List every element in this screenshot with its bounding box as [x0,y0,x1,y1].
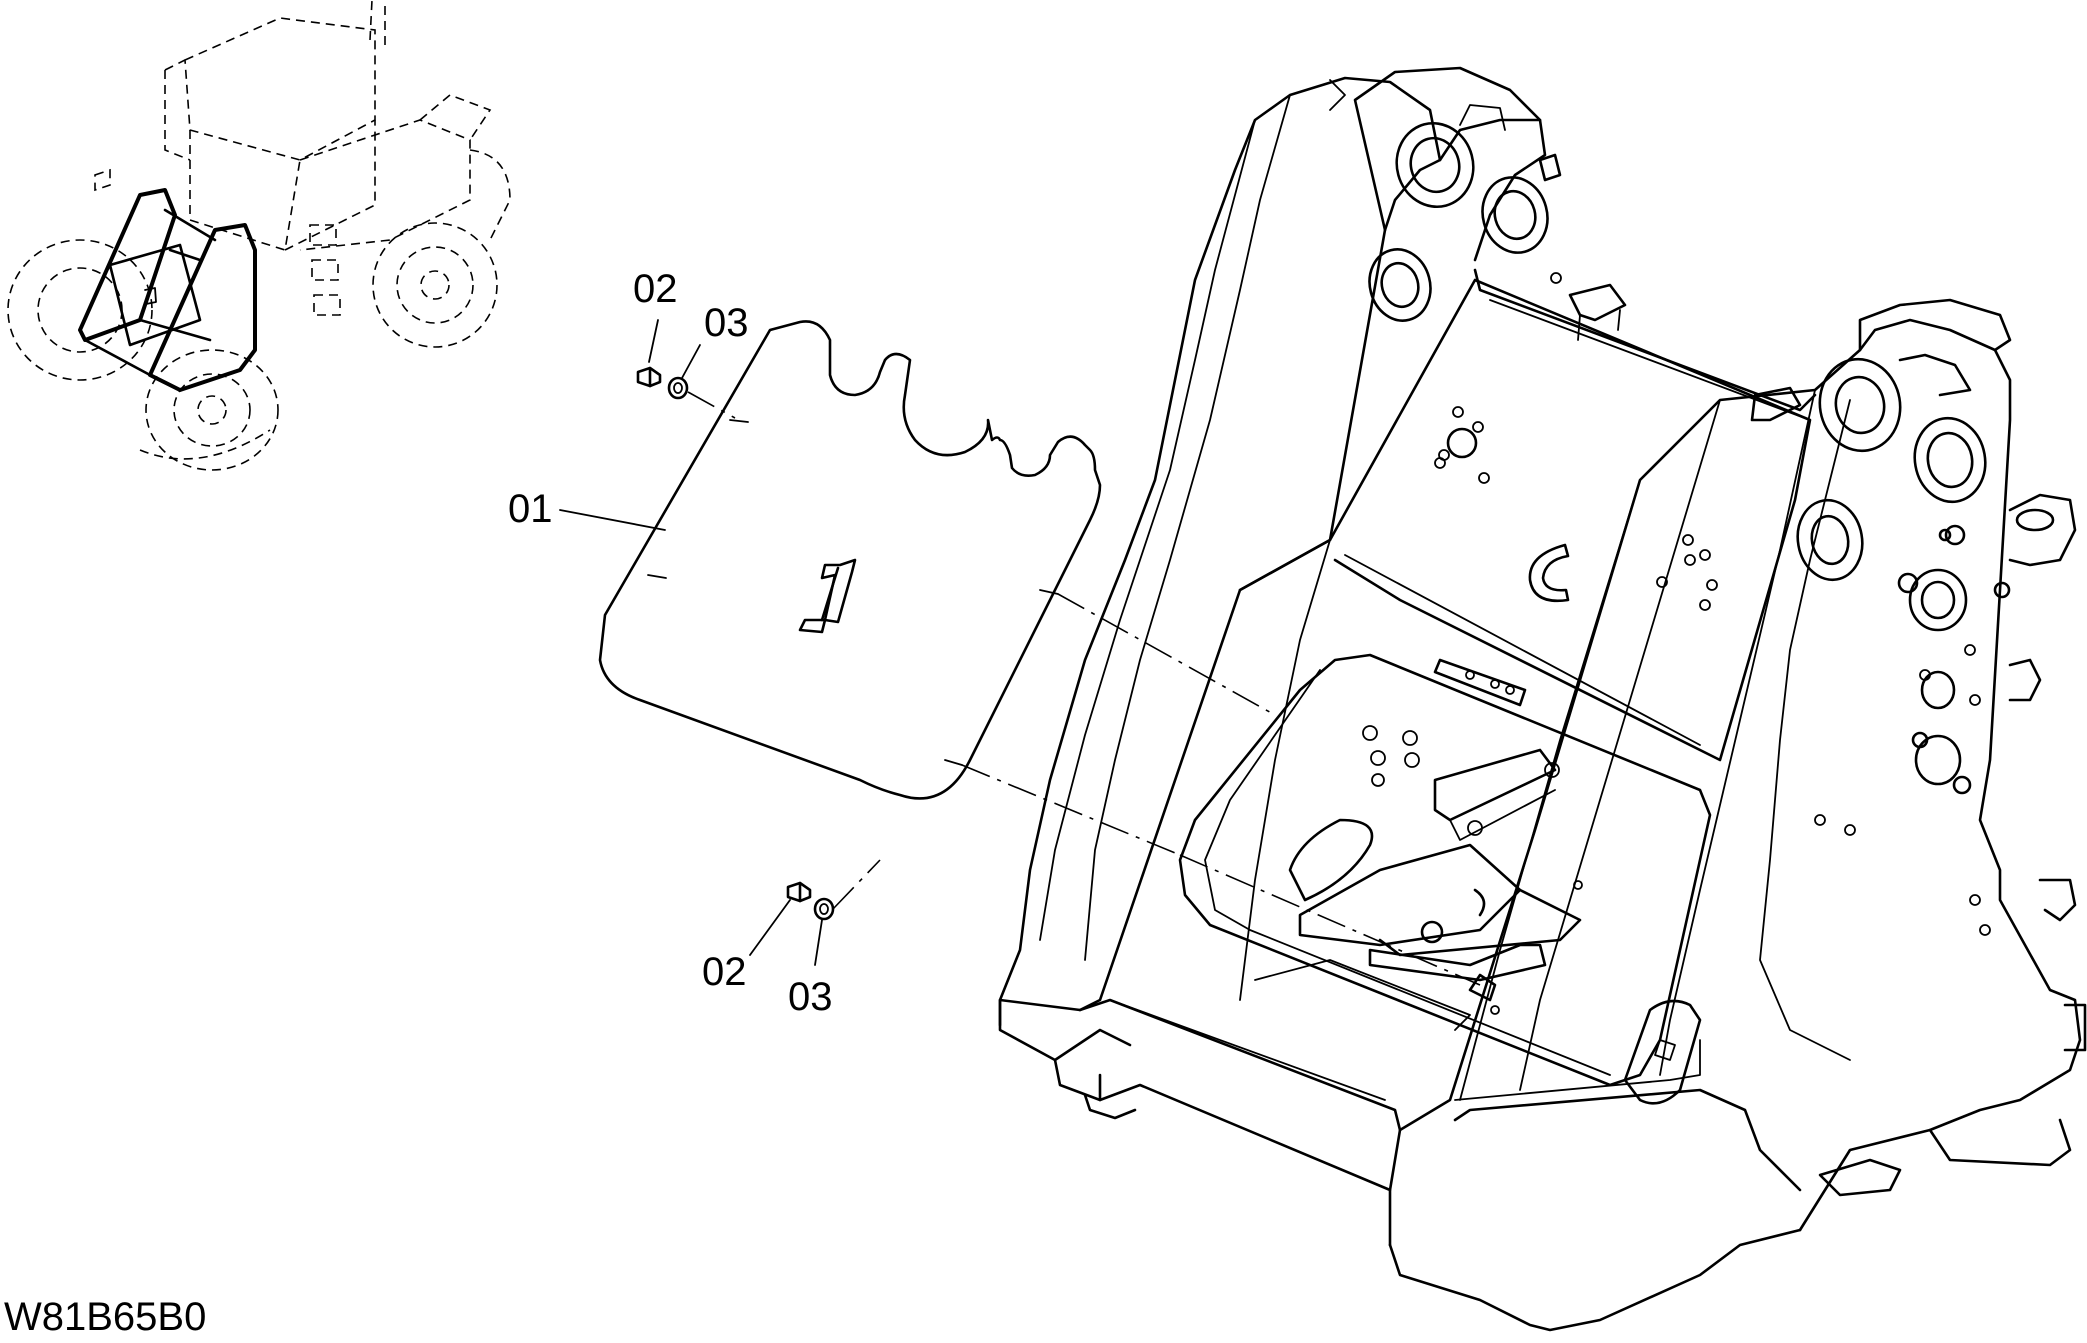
inset-front-frame [78,188,257,392]
callout-02-top: 02 [633,267,678,311]
figure-code: W81B65B0 [4,1295,206,1339]
front-frame [998,66,2087,1332]
cover-plate [598,320,1102,800]
bolt-bottom [786,881,812,903]
callout-03-top: 03 [704,301,749,345]
leader-lines [559,319,823,966]
bolt-top [636,366,662,388]
machine-locator-inset [7,0,511,471]
assembly-lines [687,391,1481,986]
callout-01: 01 [508,487,553,531]
callout-03-bottom: 03 [788,975,833,1019]
washer-bottom [813,897,835,921]
washer-top [667,376,689,400]
callout-02-bottom: 02 [702,950,747,994]
